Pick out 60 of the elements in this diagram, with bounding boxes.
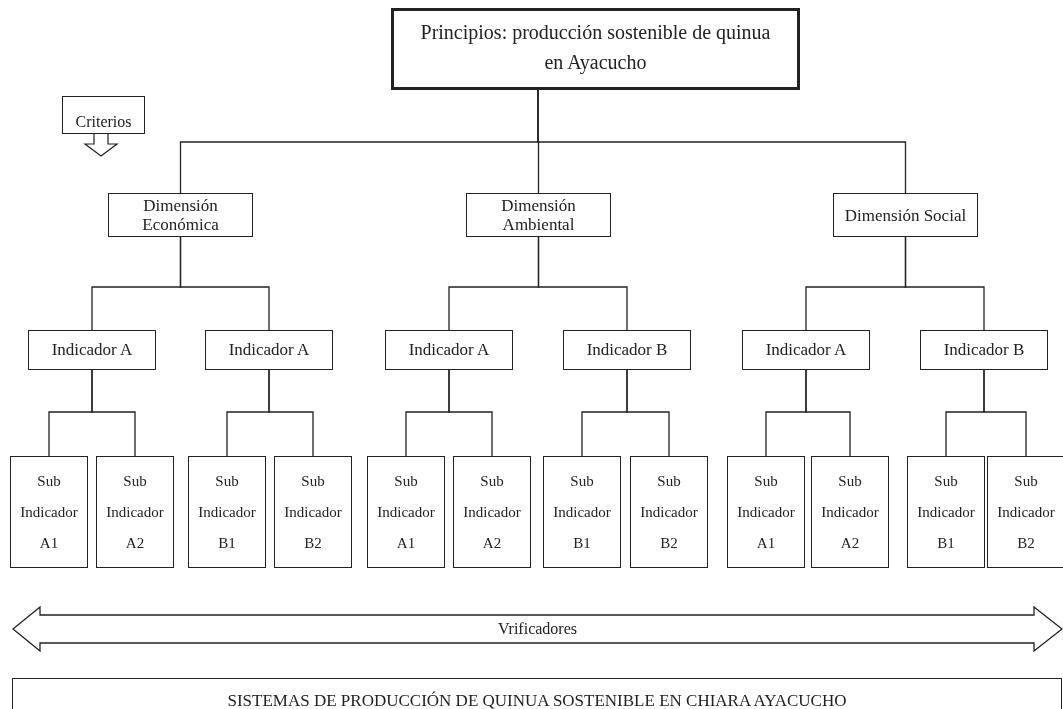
node-label: Sub Indicador B2 [639, 471, 699, 553]
node-label: Criterios [75, 114, 132, 130]
node-label: Sub Indicador B2 [996, 471, 1056, 553]
sub-indicator-box [367, 456, 445, 568]
dimension-box [108, 193, 253, 237]
double-arrow-band [12, 606, 1063, 652]
connector-line [626, 369, 670, 457]
node-label: Sub Indicador B1 [916, 471, 976, 553]
sub-indicator-box [727, 456, 805, 568]
connector-line [91, 369, 136, 457]
dimension-box [833, 193, 978, 237]
sub-indicator-box [987, 456, 1063, 568]
node-label: Dimensión Social [844, 205, 967, 225]
sub-indicator-box [96, 456, 174, 568]
node-label: Sub Indicador B2 [283, 471, 343, 553]
sub-indicator-box [188, 456, 266, 568]
node-label: Principios: producción sostenible de quinua en Ayacucho [419, 20, 772, 76]
sub-indicator-box [274, 456, 352, 568]
sub-indicator-box [811, 456, 889, 568]
connector-line [983, 369, 1027, 457]
node-label: Sub Indicador A1 [376, 471, 436, 553]
indicator-box [28, 330, 156, 370]
indicator-box [563, 330, 691, 370]
sub-indicator-box [10, 456, 88, 568]
dimension-box [466, 193, 611, 237]
connector-line [537, 89, 907, 194]
system-box [12, 678, 1062, 709]
principle-box [391, 8, 800, 90]
node-label: Indicador A [228, 340, 310, 360]
connector-line [448, 369, 493, 457]
indicator-box [920, 330, 1048, 370]
criteria-box [62, 96, 145, 134]
node-label: Indicador A [408, 340, 490, 360]
connector-line [904, 236, 985, 331]
node-label: Sub Indicador A2 [820, 471, 880, 553]
connector-line [268, 369, 314, 457]
node-label: Dimensión Ambiental [500, 196, 577, 234]
node-label: Indicador B [586, 340, 668, 360]
node-label: Vrificadores [498, 620, 577, 638]
node-label: Indicador B [943, 340, 1025, 360]
node-label: Sub Indicador A2 [105, 471, 165, 553]
sub-indicator-box [543, 456, 621, 568]
indicator-box [385, 330, 513, 370]
connector-line [179, 236, 270, 331]
connector-line [537, 236, 628, 331]
node-label: Sub Indicador A1 [19, 471, 79, 553]
node-label: Sub Indicador B1 [552, 471, 612, 553]
node-label: Indicador A [51, 340, 133, 360]
indicator-box [742, 330, 870, 370]
node-label: Indicador A [765, 340, 847, 360]
node-label: Sub Indicador A2 [462, 471, 522, 553]
node-label: SISTEMAS DE PRODUCCIÓN DE QUINUA SOSTENIBLE EN CHIARA AYACUCHO [227, 691, 847, 709]
node-label: Sub Indicador A1 [736, 471, 796, 553]
sub-indicator-box [907, 456, 985, 568]
indicator-box [205, 330, 333, 370]
sub-indicator-box [453, 456, 531, 568]
connector-line [805, 369, 851, 457]
node-label: Dimensión Económica [141, 196, 220, 234]
sub-indicator-box [630, 456, 708, 568]
node-label: Sub Indicador B1 [197, 471, 257, 553]
